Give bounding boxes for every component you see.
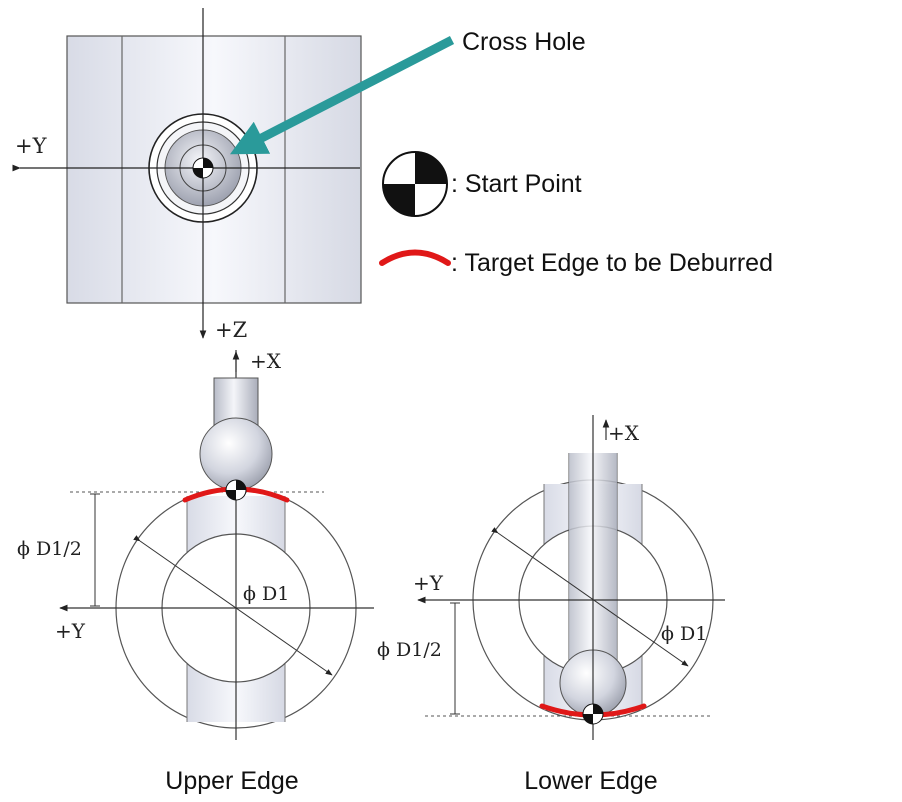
start-point-label: : Start Point	[451, 170, 582, 198]
start-point-icon	[192, 157, 214, 179]
cross-hole-arrow	[229, 35, 455, 155]
lower-y-axis-label: +Y	[413, 571, 444, 595]
upper-x-axis-label: +X	[250, 349, 282, 373]
upper-diameter-dimension	[133, 535, 333, 676]
lower-radius-label: ϕ D1/2	[377, 639, 442, 661]
target-edge-label: : Target Edge to be Deburred	[451, 249, 773, 277]
lower-x-axis-label: +X	[608, 421, 640, 445]
upper-edge-title: Upper Edge	[165, 767, 298, 795]
upper-diameter-label: ϕ D1	[243, 583, 289, 605]
start-point-legend-icon	[382, 151, 448, 217]
upper-edge-view: +X +Y ϕ D1/2 ϕ D1	[17, 349, 374, 740]
upper-y-axis-label: +Y	[55, 619, 86, 643]
upper-tool-ball	[199, 417, 273, 491]
upper-radius-label: ϕ D1/2	[17, 538, 82, 560]
lower-diameter-label: ϕ D1	[661, 623, 707, 645]
top-z-axis-label: +Z	[215, 318, 247, 342]
lower-edge-title: Lower Edge	[524, 767, 657, 795]
top-y-axis-label: +Y	[15, 134, 48, 158]
cross-hole-label: Cross Hole	[462, 28, 586, 56]
upper-start-point-icon	[225, 479, 247, 501]
lower-edge-view: +X +Y ϕ D1/2 ϕ D1	[377, 415, 725, 740]
legend: : Start Point : Target Edge to be Deburr…	[379, 151, 773, 277]
lower-diameter-dimension	[491, 527, 689, 667]
target-edge-legend-icon	[379, 249, 451, 266]
lower-start-point-icon	[582, 703, 604, 725]
top-view: +Y +Z	[12, 8, 362, 342]
